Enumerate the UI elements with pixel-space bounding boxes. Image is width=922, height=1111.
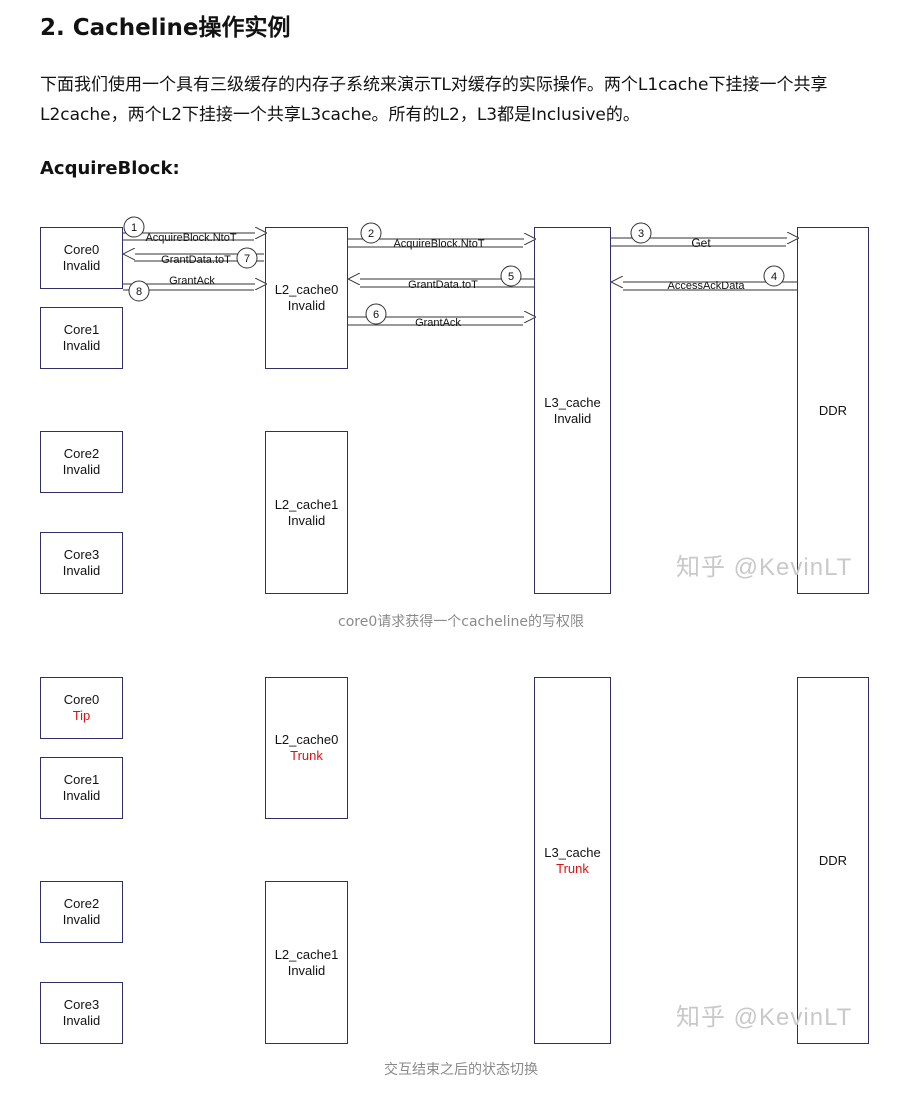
watermark-1: 知乎 @KevinLT	[676, 554, 853, 581]
label-1: AcquireBlock.NtoT	[145, 232, 236, 244]
l3-cache-box: L3_cache Invalid	[534, 227, 611, 594]
ddr-box-after: DDR	[797, 677, 869, 1044]
l2-cache0-name: L2_cache0	[274, 282, 339, 297]
step-7-number: 7	[244, 253, 250, 265]
label-5: GrantData.toT	[408, 279, 478, 291]
ddr-name-after: DDR	[818, 852, 848, 868]
step-8-number: 8	[136, 286, 142, 298]
l2-cache1-name-after: L2_cache1	[274, 946, 339, 962]
step-5-number: 5	[508, 271, 514, 283]
core0-state-after: Tip	[72, 708, 91, 723]
core0-box-after: Core0 Tip	[40, 677, 123, 739]
l2-cache1-box: L2_cache1 Invalid	[265, 431, 348, 594]
core1-state-after: Invalid	[62, 788, 101, 803]
core1-box-after: Core1 Invalid	[40, 757, 123, 819]
step-3-circle	[630, 222, 652, 244]
core3-box-after: Core3 Invalid	[40, 982, 123, 1044]
core2-state: Invalid	[62, 462, 101, 477]
l2-cache0-name-after: L2_cache0	[274, 732, 339, 747]
caption-2: 交互结束之后的状态切换	[384, 1062, 538, 1078]
step-1-number: 1	[131, 222, 137, 234]
step-2-circle	[360, 222, 382, 244]
step-7-circle	[236, 247, 258, 269]
step-5-circle	[500, 265, 522, 287]
ddr-box: DDR	[797, 227, 869, 594]
core2-box-after: Core2 Invalid	[40, 881, 123, 943]
watermark-2: 知乎 @KevinLT	[676, 1004, 853, 1031]
step-3-number: 3	[638, 228, 644, 240]
label-2: AcquireBlock.NtoT	[393, 238, 484, 250]
l2-cache1-state: Invalid	[287, 512, 326, 528]
core1-name-after: Core1	[63, 772, 100, 787]
label-6: GrantAck	[415, 317, 461, 329]
subsection-title: AcquireBlock:	[40, 158, 180, 179]
caption-1: core0请求获得一个cacheline的写权限	[338, 614, 584, 630]
core2-name: Core2	[63, 446, 100, 461]
core2-name-after: Core2	[63, 896, 100, 911]
core3-name-after: Core3	[63, 997, 100, 1012]
section-title: 2. Cacheline操作实例	[40, 15, 291, 41]
step-4-number: 4	[771, 271, 777, 283]
core3-name: Core3	[63, 547, 100, 562]
label-8: GrantAck	[169, 275, 215, 287]
message-arrows: 1 7 8 2 5 6 3 4 AcquireBlock.NtoT GrantD…	[123, 216, 922, 329]
l2-cache0-state: Invalid	[287, 298, 326, 313]
core1-box: Core1 Invalid	[40, 307, 123, 369]
l3-cache-name: L3_cache	[544, 394, 601, 410]
step-6-number: 6	[373, 309, 379, 321]
label-7: GrantData.toT	[161, 254, 231, 266]
step-2-number: 2	[368, 228, 374, 240]
l2-cache1-name: L2_cache1	[274, 496, 339, 512]
l3-cache-state: Invalid	[553, 410, 592, 426]
core2-box: Core2 Invalid	[40, 431, 123, 493]
step-6-circle	[365, 303, 387, 325]
l3-cache-name-after: L3_cache	[544, 844, 601, 860]
core0-name-after: Core0	[63, 692, 100, 707]
core0-name: Core0	[63, 242, 100, 257]
l3-cache-state-after: Trunk	[556, 860, 589, 876]
l2-cache1-box-after: L2_cache1 Invalid	[265, 881, 348, 1044]
l2-cache0-state-after: Trunk	[290, 748, 323, 763]
l2-cache0-box-after: L2_cache0 Trunk	[265, 677, 348, 819]
core3-state: Invalid	[62, 563, 101, 578]
l2-cache0-box: L2_cache0 Invalid	[265, 227, 348, 369]
l3-cache-box-after: L3_cache Trunk	[534, 677, 611, 1044]
l2-cache1-state-after: Invalid	[287, 962, 326, 978]
label-4: AccessAckData	[667, 280, 745, 292]
label-3: Get	[691, 236, 711, 250]
step-4-circle	[763, 265, 785, 287]
core3-state-after: Invalid	[62, 1013, 101, 1028]
core0-box: Core0 Invalid	[40, 227, 123, 289]
core1-name: Core1	[63, 322, 100, 337]
core1-state: Invalid	[62, 338, 101, 353]
ddr-name: DDR	[818, 402, 848, 418]
core3-box: Core3 Invalid	[40, 532, 123, 594]
core0-state: Invalid	[62, 258, 101, 273]
step-8-circle	[128, 280, 150, 302]
step-1-circle	[123, 216, 145, 238]
core2-state-after: Invalid	[62, 912, 101, 927]
intro-paragraph: 下面我们使用一个具有三级缓存的内存子系统来演示TL对缓存的实际操作。两个L1ca…	[40, 75, 828, 125]
